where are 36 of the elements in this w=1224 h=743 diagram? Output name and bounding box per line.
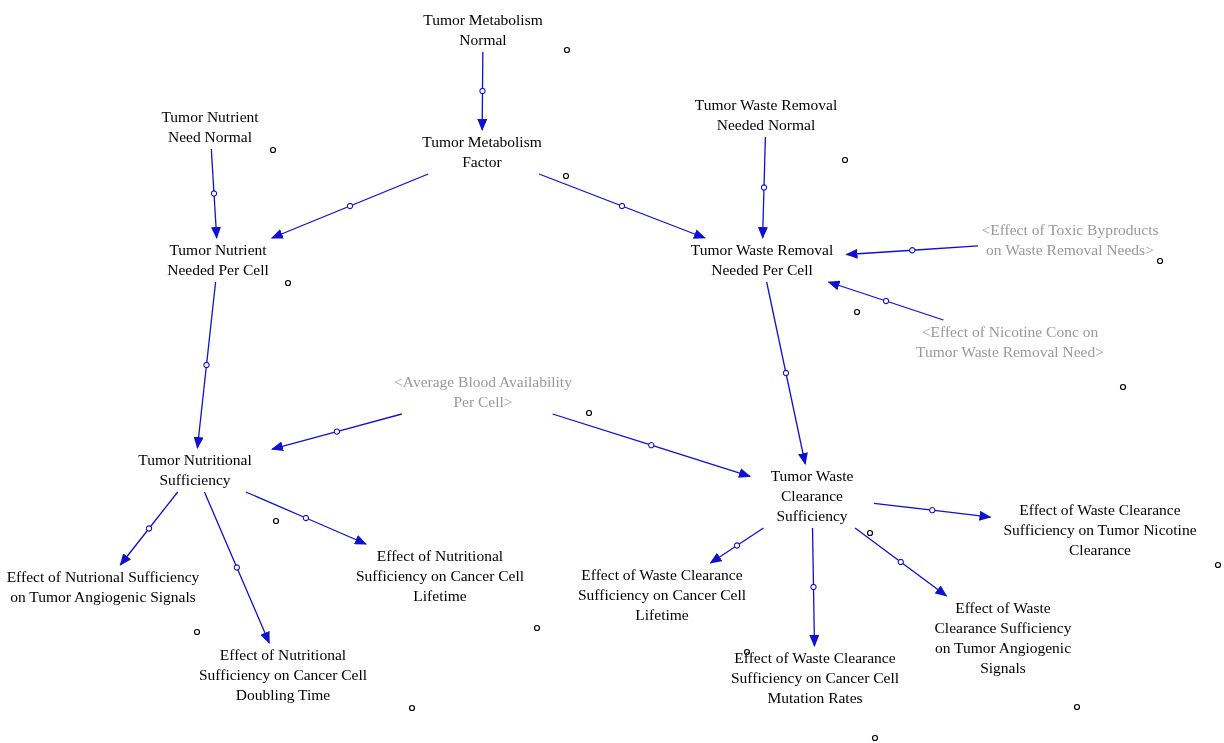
variable-label: <Average Blood Availability Per Cell> xyxy=(383,372,583,412)
arrow xyxy=(203,491,270,644)
arrow xyxy=(271,413,403,451)
arrow xyxy=(194,281,217,449)
arrow xyxy=(873,502,992,521)
variable-label: Tumor Waste Removal Needed Normal xyxy=(691,95,841,135)
arrow xyxy=(758,136,768,239)
variable-label: Tumor Waste Removal Needed Per Cell xyxy=(679,240,845,280)
arrow xyxy=(854,527,948,597)
variable-label: Tumor Waste Clearance Sufficiency xyxy=(752,466,872,526)
arrow xyxy=(827,280,945,321)
arrow xyxy=(538,173,706,239)
arrow xyxy=(271,173,429,239)
variable-label: Effect of Nutrional Sufficiency on Tumor Angiogenic Signals xyxy=(3,567,203,607)
arrow xyxy=(551,413,751,478)
variable-label: <Effect of Nicotine Conc on Tumor Waste Removal Need> xyxy=(915,322,1105,362)
variable-label: Effect of Waste Clearance Sufficiency on Cancer Cell Mutation Rates xyxy=(727,648,903,708)
variable-label: Effect of Waste Clearance Sufficiency on Tumor Angiogenic Signals xyxy=(928,598,1078,678)
arrow xyxy=(809,527,819,647)
variable-label: Effect of Nutritional Sufficiency on Cancer Cell Doubling Time xyxy=(188,645,378,705)
variable-label: Tumor Nutrient Needed Per Cell xyxy=(153,240,283,280)
variable-label: Tumor Nutritional Sufficiency xyxy=(120,450,270,490)
variable-label: Effect of Nutritional Sufficiency on Cancer Cell Lifetime xyxy=(350,546,530,606)
variable-label: Effect of Waste Clearance Sufficiency on Tumor Nicotine Clearance xyxy=(992,500,1208,560)
variable-label: Effect of Waste Clearance Sufficiency on Cancer Cell Lifetime xyxy=(577,565,747,625)
arrow xyxy=(477,51,487,131)
arrow xyxy=(210,148,221,239)
variable-label: Tumor Metabolism Normal xyxy=(398,10,568,50)
arrow xyxy=(245,491,367,545)
variable-label: <Effect of Toxic Byproducts on Waste Removal Needs> xyxy=(980,220,1160,260)
variable-label: Tumor Metabolism Factor xyxy=(412,132,552,172)
arrow xyxy=(845,245,979,259)
variable-label: Tumor Nutrient Need Normal xyxy=(145,107,275,147)
arrow xyxy=(766,281,808,465)
arrow xyxy=(709,527,765,564)
arrow xyxy=(119,491,179,566)
